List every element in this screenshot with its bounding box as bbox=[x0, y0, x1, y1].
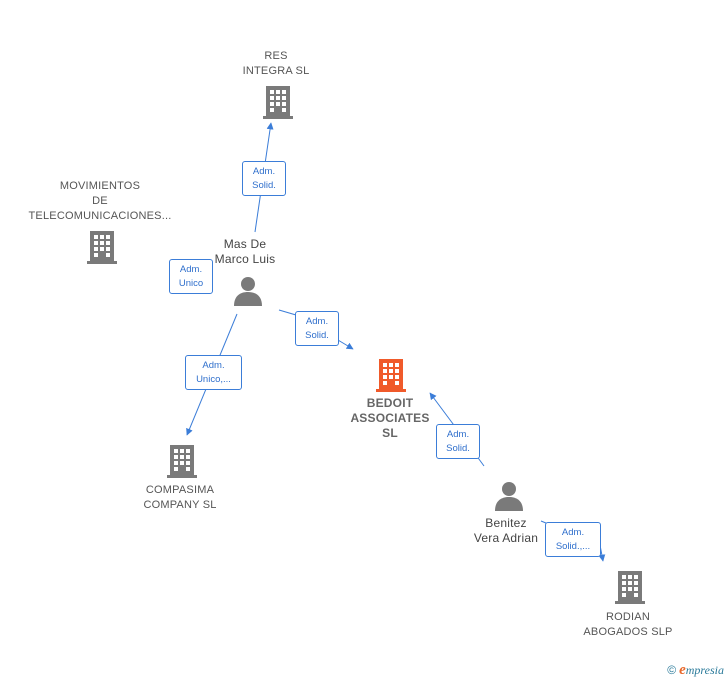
copyright-icon: © bbox=[667, 663, 677, 677]
edge-role-line: Adm. bbox=[252, 166, 276, 177]
person-icon[interactable] bbox=[494, 481, 524, 511]
brand-logo-initial: e bbox=[679, 662, 686, 678]
edge-label-bedoit-mas[interactable]: Adm. Solid. bbox=[295, 311, 339, 346]
node-label-bedoit[interactable]: BEDOIT ASSOCIATES SL bbox=[350, 396, 430, 440]
edge-role-line: Solid. bbox=[446, 443, 470, 454]
node-label-mas-de-marco[interactable]: Mas De Marco Luis bbox=[214, 237, 276, 266]
edge-role-line: Solid. bbox=[252, 180, 276, 191]
edge-role-line: Solid. bbox=[305, 330, 329, 341]
node-label-compasima[interactable]: COMPASIMA COMPANY SL bbox=[143, 484, 217, 511]
building-icon[interactable] bbox=[166, 443, 198, 479]
brand-footer[interactable]: ©empresia bbox=[667, 662, 724, 679]
edge-role-line: Adm. bbox=[561, 527, 585, 538]
edge-role-line: Adm. bbox=[202, 360, 225, 371]
edge-role-line: Adm. bbox=[305, 316, 329, 327]
edge-role-line: Unico,... bbox=[196, 374, 231, 385]
edge-label-compasima[interactable]: Adm. Unico,... bbox=[185, 355, 242, 390]
edge-role-line: Adm. bbox=[179, 264, 203, 275]
edge-role-line: Unico bbox=[178, 278, 204, 289]
edge-role-line: Solid.,... bbox=[555, 541, 591, 552]
building-icon[interactable] bbox=[614, 569, 646, 605]
node-label-res-integra[interactable]: RES INTEGRA SL bbox=[242, 50, 310, 77]
brand-logo-text: mpresia bbox=[685, 663, 724, 677]
building-icon[interactable] bbox=[262, 84, 294, 120]
edge-label-bedoit-benitez[interactable]: Adm. Solid. bbox=[436, 424, 480, 459]
edge-label-res-integra[interactable]: Adm. Solid. bbox=[242, 161, 286, 196]
building-icon[interactable] bbox=[375, 357, 407, 393]
person-icon[interactable] bbox=[233, 276, 263, 306]
building-icon[interactable] bbox=[86, 229, 118, 265]
node-label-benitez[interactable]: Benitez Vera Adrian bbox=[473, 516, 539, 545]
node-label-rodian[interactable]: RODIAN ABOGADOS SLP bbox=[583, 611, 673, 638]
node-label-movimientos[interactable]: MOVIMIENTOS DE TELECOMUNICACIONES... bbox=[28, 180, 172, 222]
edge-label-movimientos[interactable]: Adm. Unico bbox=[169, 259, 213, 294]
edge-label-rodian[interactable]: Adm. Solid.,... bbox=[545, 522, 601, 557]
edge-role-line: Adm. bbox=[446, 429, 470, 440]
